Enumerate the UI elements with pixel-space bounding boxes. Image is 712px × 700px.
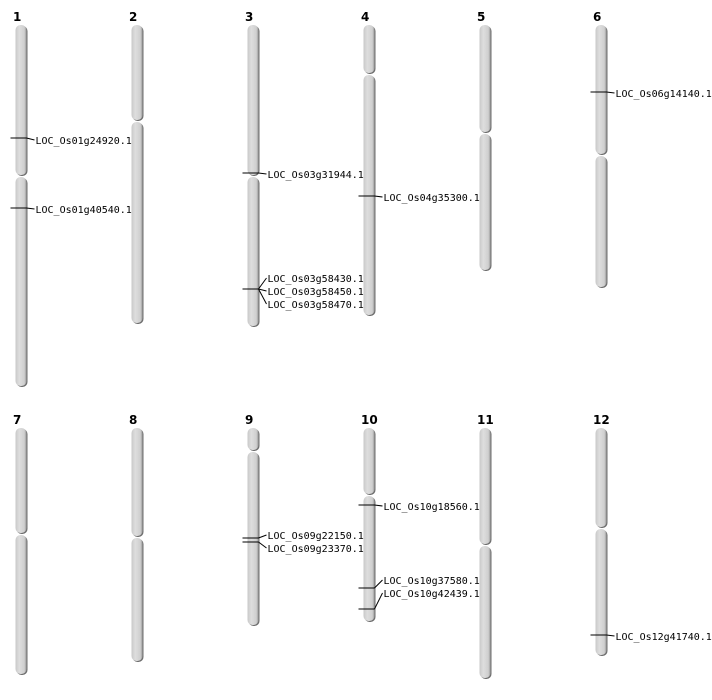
short-arm: [479, 428, 491, 544]
marker-connector: [374, 195, 383, 198]
long-arm: [595, 529, 607, 655]
short-arm: [363, 25, 375, 73]
short-arm: [131, 25, 143, 120]
long-arm: [363, 496, 375, 621]
chromosome-number: 11: [477, 413, 494, 427]
chromosome-number: 3: [245, 10, 253, 24]
chromosome-10: 10LOC_Os10g18560.1LOC_Os10g37580.1LOC_Os…: [358, 413, 480, 622]
short-arm: [247, 25, 259, 175]
marker-connector: [258, 541, 267, 549]
marker-connector: [258, 288, 267, 292]
marker-connector: [374, 504, 383, 507]
marker-connector: [258, 288, 267, 305]
long-arm: [595, 156, 607, 287]
long-arm: [363, 75, 375, 315]
marker-label: LOC_Os03g58430.1: [268, 274, 364, 285]
long-arm: [479, 134, 491, 270]
chromosome-11: 11: [477, 413, 494, 679]
chromosome-2: 2: [129, 10, 144, 324]
chromosome-number: 2: [129, 10, 137, 24]
short-arm: [247, 428, 259, 450]
long-arm: [479, 546, 491, 678]
chromosome-5: 5: [477, 10, 492, 271]
marker-connector: [374, 579, 383, 589]
marker-connector: [258, 277, 267, 290]
short-arm: [15, 25, 27, 175]
marker-label: LOC_Os12g41740.1: [616, 632, 712, 643]
short-arm: [479, 25, 491, 132]
marker-label: LOC_Os09g23370.1: [268, 544, 364, 555]
chromosome-7: 7: [13, 413, 28, 675]
long-arm: [15, 535, 27, 674]
short-arm: [595, 428, 607, 527]
marker-label: LOC_Os01g40540.1: [36, 205, 132, 216]
chromosome-number: 7: [13, 413, 21, 427]
marker-label: LOC_Os10g37580.1: [384, 576, 480, 587]
marker-label: LOC_Os03g58450.1: [268, 287, 364, 298]
marker-connector: [374, 592, 383, 610]
chromosome-number: 9: [245, 413, 253, 427]
short-arm: [131, 428, 143, 536]
marker-label: LOC_Os03g58470.1: [268, 300, 364, 311]
short-arm: [595, 25, 607, 154]
chromosome-number: 6: [593, 10, 601, 24]
marker-label: LOC_Os06g14140.1: [616, 89, 712, 100]
chromosome-3: 3LOC_Os03g31944.1LOC_Os03g58430.1LOC_Os0…: [242, 10, 364, 327]
chromosome-number: 8: [129, 413, 137, 427]
long-arm: [15, 177, 27, 386]
chromosome-8: 8: [129, 413, 144, 662]
short-arm: [15, 428, 27, 533]
marker-connector: [606, 634, 615, 637]
marker-label: LOC_Os10g18560.1: [384, 502, 480, 513]
chromosome-number: 5: [477, 10, 485, 24]
marker-connector: [258, 534, 267, 539]
marker-label: LOC_Os10g42439.1: [384, 589, 480, 600]
long-arm: [131, 122, 143, 323]
chromosome-number: 4: [361, 10, 369, 24]
marker-connector: [26, 137, 35, 141]
marker-label: LOC_Os09g22150.1: [268, 531, 364, 542]
marker-label: LOC_Os04g35300.1: [384, 193, 480, 204]
long-arm: [247, 177, 259, 326]
marker-label: LOC_Os03g31944.1: [268, 170, 364, 181]
marker-connector: [26, 207, 35, 210]
long-arm: [131, 538, 143, 661]
marker-connector: [258, 172, 267, 175]
marker-label: LOC_Os01g24920.1: [36, 136, 132, 147]
chromosome-number: 10: [361, 413, 378, 427]
marker-connector: [606, 91, 615, 94]
chromosome-number: 12: [593, 413, 610, 427]
short-arm: [363, 428, 375, 494]
chromosome-number: 1: [13, 10, 21, 24]
